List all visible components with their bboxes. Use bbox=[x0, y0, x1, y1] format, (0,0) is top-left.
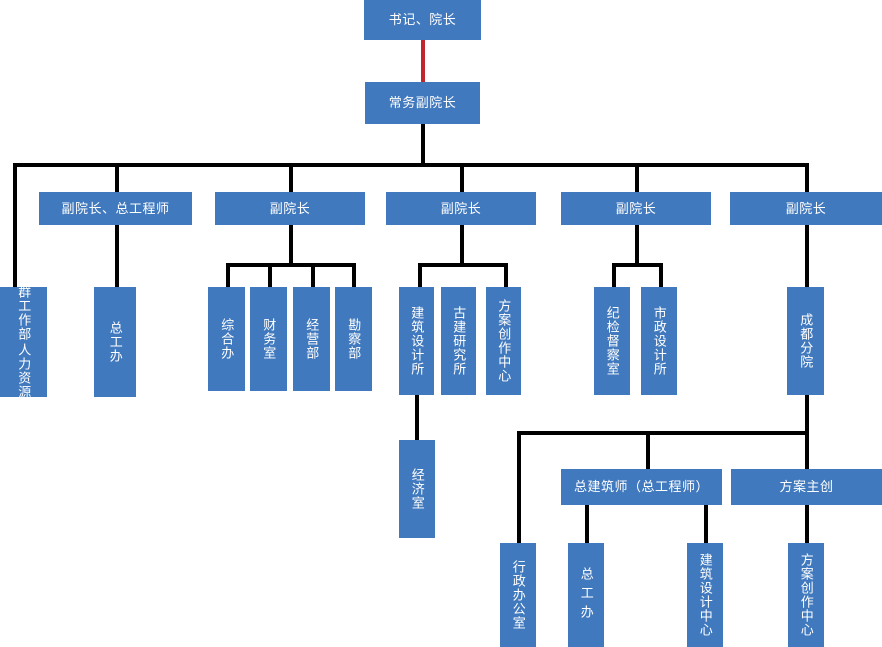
connector-vice2-drop-1 bbox=[226, 263, 230, 287]
node-vice-president-5[interactable]: 副院长 bbox=[730, 192, 882, 225]
connector-vice2-bar bbox=[226, 263, 356, 267]
node-vice-president-2[interactable]: 副院长 bbox=[215, 192, 365, 225]
node-hr-department-label: 人力资源部 bbox=[16, 343, 32, 413]
node-architectural-design-center-label: 建筑设计中心 bbox=[697, 553, 713, 637]
connector-exec-vice-down bbox=[421, 124, 425, 166]
node-chief-architect-label: 总建筑师（总工程师） bbox=[573, 479, 709, 495]
connector-vice2-drop-4 bbox=[352, 263, 356, 287]
connector-main-drop-far-left bbox=[13, 163, 17, 287]
node-branch-scheme-creation-center[interactable]: 方案创作中心 bbox=[788, 543, 824, 647]
node-operations-department[interactable]: 经营部 bbox=[293, 287, 330, 391]
node-exec-vice-president-label: 常务副院长 bbox=[388, 95, 457, 111]
connector-vice5-to-chengdu bbox=[805, 225, 809, 287]
connector-main-drop-3 bbox=[460, 163, 464, 192]
node-architectural-design-institute[interactable]: 建筑设计所 bbox=[399, 287, 434, 395]
node-party-affairs-department-label: 党群工作部 bbox=[16, 271, 32, 341]
node-architectural-design-center[interactable]: 建筑设计中心 bbox=[687, 543, 723, 647]
connector-main-drop-5 bbox=[805, 163, 809, 192]
node-ancient-architecture-institute-label: 古建研究所 bbox=[451, 306, 467, 376]
node-vice-president-3[interactable]: 副院长 bbox=[386, 192, 536, 225]
connector-vice3-stem bbox=[460, 225, 464, 263]
connector-chief-architect-to-branch-eng-office bbox=[585, 505, 589, 543]
node-municipal-design-institute[interactable]: 市政设计所 bbox=[641, 287, 677, 395]
node-vice-president-5-label: 副院长 bbox=[785, 200, 827, 216]
connector-vice2-stem bbox=[289, 225, 293, 263]
connector-vice2-drop-2 bbox=[268, 263, 272, 287]
connector-chengdu-drop-chief-architect bbox=[646, 431, 650, 469]
node-vice-president-4-label: 副院长 bbox=[615, 200, 657, 216]
connector-vice3-drop-1 bbox=[418, 263, 422, 287]
node-chief-architect[interactable]: 总建筑师（总工程师） bbox=[561, 469, 722, 505]
node-scheme-creation-center-label: 方案创作中心 bbox=[496, 299, 512, 383]
connector-vice3-drop-2 bbox=[504, 263, 508, 287]
node-scheme-creation-center[interactable]: 方案创作中心 bbox=[486, 287, 521, 395]
connector-vice2-drop-3 bbox=[311, 263, 315, 287]
node-general-office-label: 综合办 bbox=[219, 318, 235, 360]
node-operations-department-label: 经营部 bbox=[304, 318, 320, 360]
node-finance-office[interactable]: 财务室 bbox=[250, 287, 287, 391]
node-survey-department-label: 勘察部 bbox=[346, 318, 362, 360]
node-municipal-design-institute-label: 市政设计所 bbox=[651, 306, 667, 376]
node-finance-office-label: 财务室 bbox=[261, 318, 277, 360]
node-administrative-office[interactable]: 行政办公室 bbox=[500, 543, 536, 647]
node-scheme-lead-label: 方案主创 bbox=[779, 479, 834, 495]
node-director[interactable]: 书记、院长 bbox=[364, 0, 481, 40]
node-vice-president-chief-engineer-label: 副院长、总工程师 bbox=[61, 200, 170, 216]
connector-main-drop-4 bbox=[635, 163, 639, 192]
node-branch-chief-engineer-office-label: 总工办 bbox=[578, 566, 594, 624]
connector-director-to-exec-vice bbox=[421, 38, 425, 82]
node-branch-scheme-creation-center-label: 方案创作中心 bbox=[798, 553, 814, 637]
connector-scheme-lead-to-center bbox=[805, 505, 809, 543]
node-exec-vice-president[interactable]: 常务副院长 bbox=[365, 82, 480, 124]
connector-vice-chief-to-chief-eng-office bbox=[115, 225, 119, 287]
node-discipline-inspection-office-label: 纪检督察室 bbox=[604, 306, 620, 376]
connector-vice3-bar bbox=[418, 263, 508, 267]
connector-arch-institute-to-economics bbox=[415, 395, 419, 440]
node-general-office[interactable]: 综合办 bbox=[208, 287, 245, 391]
node-vice-president-4[interactable]: 副院长 bbox=[561, 192, 711, 225]
node-architectural-design-institute-label: 建筑设计所 bbox=[409, 306, 425, 376]
node-survey-department[interactable]: 勘察部 bbox=[335, 287, 372, 391]
node-hr-and-party-affairs[interactable]: 人力资源部 党群工作部 bbox=[0, 271, 47, 413]
connector-chengdu-down bbox=[805, 395, 809, 435]
connector-vice4-drop-2 bbox=[659, 263, 663, 287]
node-discipline-inspection-office[interactable]: 纪检督察室 bbox=[594, 287, 630, 395]
node-chief-engineer-office-label: 总工办 bbox=[107, 321, 123, 363]
connector-vice4-drop-1 bbox=[612, 263, 616, 287]
node-director-label: 书记、院长 bbox=[388, 12, 457, 28]
node-chengdu-branch[interactable]: 成都分院 bbox=[787, 287, 824, 395]
connector-main-drop-2 bbox=[289, 163, 293, 192]
connector-vice4-stem bbox=[635, 225, 639, 263]
node-economics-office[interactable]: 经济室 bbox=[399, 440, 435, 538]
node-administrative-office-label: 行政办公室 bbox=[510, 560, 526, 630]
node-chief-engineer-office[interactable]: 总工办 bbox=[94, 287, 136, 397]
connector-chengdu-bar bbox=[517, 431, 809, 435]
node-vice-president-2-label: 副院长 bbox=[269, 200, 311, 216]
connector-main-drop-1 bbox=[115, 163, 119, 192]
node-vice-president-3-label: 副院长 bbox=[440, 200, 482, 216]
connector-main-bar bbox=[13, 163, 809, 167]
node-ancient-architecture-institute[interactable]: 古建研究所 bbox=[441, 287, 476, 395]
connector-vice4-bar bbox=[612, 263, 663, 267]
node-scheme-lead[interactable]: 方案主创 bbox=[731, 469, 882, 505]
node-branch-chief-engineer-office[interactable]: 总工办 bbox=[568, 543, 604, 647]
node-chengdu-branch-label: 成都分院 bbox=[798, 313, 814, 369]
connector-chengdu-drop-scheme-lead bbox=[805, 431, 809, 469]
connector-chief-architect-to-design-center bbox=[704, 505, 708, 543]
node-vice-president-chief-engineer[interactable]: 副院长、总工程师 bbox=[39, 192, 192, 225]
connector-chengdu-drop-admin bbox=[517, 431, 521, 543]
node-economics-office-label: 经济室 bbox=[409, 468, 425, 510]
